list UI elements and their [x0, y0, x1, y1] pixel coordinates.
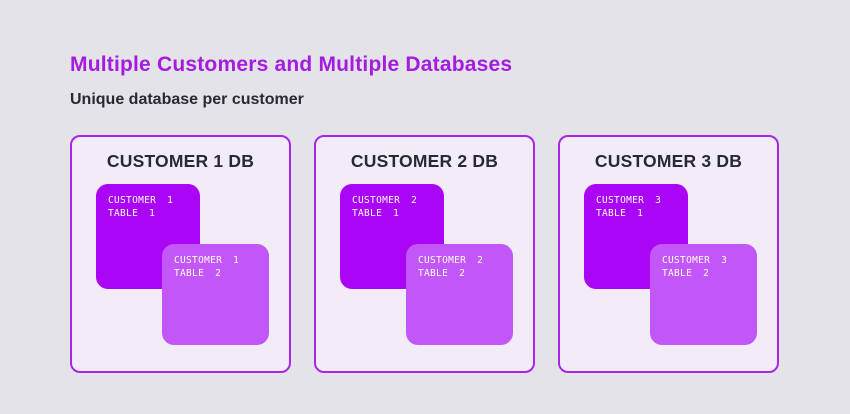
table-label-line-2: TABLE 1: [108, 208, 156, 220]
table-label-line-1: CUSTOMER 2: [352, 195, 418, 206]
customer-2-table-2: CUSTOMER 2 TABLE 2: [406, 244, 513, 345]
table-label-line-1: CUSTOMER 2: [418, 255, 484, 266]
table-label-line-2: TABLE 2: [418, 268, 466, 280]
db-card-title: CUSTOMER 1 DB: [106, 151, 255, 171]
page-title: Multiple Customers and Multiple Database…: [70, 53, 513, 76]
db-card-title: CUSTOMER 3 DB: [594, 151, 743, 171]
table-label-line-1: CUSTOMER 3: [662, 255, 728, 266]
table-label-line-1: CUSTOMER 1: [174, 255, 240, 266]
table-label-line-2: TABLE 2: [662, 268, 710, 280]
customer-2-db-card: CUSTOMER 2 DB CUSTOMER 2 TABLE 1 CUSTOME…: [314, 135, 535, 373]
table-label-line-2: TABLE 1: [352, 208, 400, 220]
customer-3-table-2: CUSTOMER 3 TABLE 2: [650, 244, 757, 345]
table-label-line-1: CUSTOMER 1: [108, 195, 174, 206]
db-card-title: CUSTOMER 2 DB: [350, 151, 499, 171]
customer-1-table-1: CUSTOMER 1 TABLE 1: [96, 184, 200, 289]
database-cards-row: CUSTOMER 1 DB CUSTOMER 1 TABLE 1 CUSTOME…: [70, 135, 779, 373]
customer-1-db-card: CUSTOMER 1 DB CUSTOMER 1 TABLE 1 CUSTOME…: [70, 135, 291, 373]
customer-1-table-2: CUSTOMER 1 TABLE 2: [162, 244, 269, 345]
table-label-line-2: TABLE 2: [174, 268, 222, 280]
table-label-line-2: TABLE 1: [596, 208, 644, 220]
page-subtitle: Unique database per customer: [70, 91, 304, 108]
customer-3-db-card: CUSTOMER 3 DB CUSTOMER 3 TABLE 1 CUSTOME…: [558, 135, 779, 373]
table-label-line-1: CUSTOMER 3: [596, 195, 662, 206]
